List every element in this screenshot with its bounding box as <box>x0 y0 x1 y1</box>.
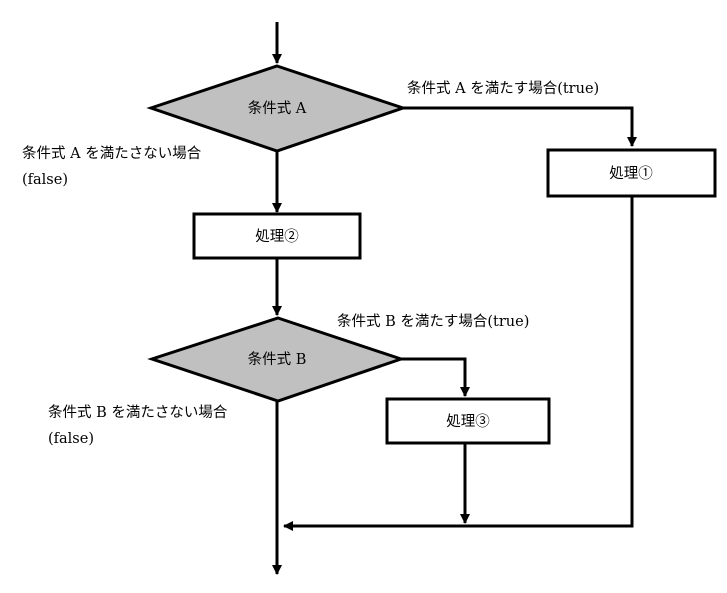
label-b-false-line1: 条件式 B を満たさない場合 <box>48 405 228 421</box>
process-1: 処理① <box>546 148 717 198</box>
label-b-false-line2: (false) <box>48 431 94 447</box>
process-2-box <box>192 212 362 260</box>
edge-p1-return <box>283 197 634 531</box>
process-2-label: 処理② <box>255 228 299 245</box>
decision-b-label: 条件式 B <box>248 351 307 368</box>
process-3: 処理③ <box>385 397 551 445</box>
decision-a-shape <box>146 64 408 153</box>
process-3-box <box>385 397 551 445</box>
label-a-false-line1: 条件式 A を満たさない場合 <box>22 146 202 162</box>
label-a-true: 条件式 A を満たす場合(true) <box>407 81 600 97</box>
edge-a-true <box>403 106 637 147</box>
process-1-label: 処理① <box>609 165 653 182</box>
label-b-true: 条件式 B を満たす場合(true) <box>337 314 530 330</box>
process-2: 処理② <box>192 212 362 260</box>
decision-a: 条件式 A <box>146 64 408 153</box>
decision-a-label: 条件式 A <box>248 100 307 117</box>
decision-b-shape <box>147 316 406 403</box>
edge-b-true <box>401 357 470 397</box>
process-3-label: 処理③ <box>446 413 490 430</box>
decision-b: 条件式 B <box>147 316 406 403</box>
label-a-false-line2: (false) <box>22 172 68 188</box>
process-1-box <box>546 148 717 198</box>
connectors <box>272 22 637 575</box>
